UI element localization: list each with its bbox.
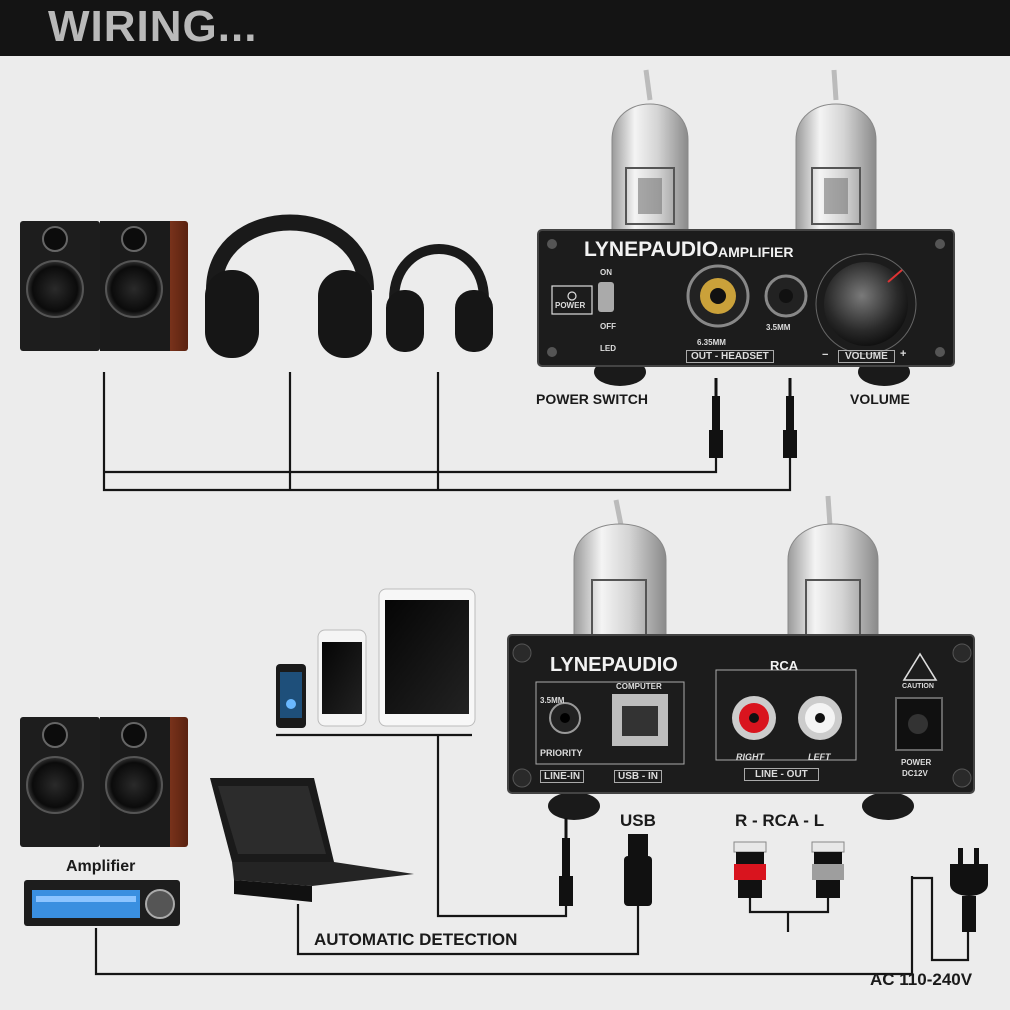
vacuum-tube-icon [611, 69, 689, 233]
amp2-brand: LYNEPAUDIO [550, 654, 678, 676]
amp1-out-headset: OUT - HEADSET [686, 350, 774, 363]
rca-plug-icon [811, 841, 845, 898]
headphones-icon [386, 244, 493, 352]
car-radio-icon [24, 880, 180, 926]
amp2-rca: RCA [770, 658, 799, 673]
automatic-detection-label: AUTOMATIC DETECTION [314, 930, 518, 949]
amp1-switch-off: OFF [600, 322, 616, 331]
header-bar: WIRING... [0, 0, 1010, 56]
dac-amplifier-rear [507, 634, 975, 794]
amp1-volume: VOLUME [838, 350, 895, 363]
amplifier-label: Amplifier [66, 858, 136, 875]
power-plug-icon [950, 848, 988, 932]
rca-plug-icon [733, 841, 767, 898]
amp2-jack: 3.5MM [540, 696, 565, 705]
amp1-led: LED [600, 344, 616, 353]
amp1-jack-small: 3.5MM [766, 323, 791, 332]
vacuum-tube-icon [573, 499, 667, 641]
amp2-power: POWER [901, 758, 932, 767]
usb-plug-icon [624, 834, 652, 906]
volume-label: VOLUME [850, 391, 910, 407]
amp1-brand: LYNEPAUDIO [584, 238, 719, 261]
amp2-caution: CAUTION [902, 683, 934, 690]
amp1-model: AMPLIFIER [718, 244, 794, 260]
amp1-power-button-label: POWER [555, 301, 586, 310]
jack-plug-icon [709, 378, 723, 458]
jack-plug-icon [559, 818, 573, 906]
amp1-vol-minus: − [822, 349, 829, 361]
amp2-dc: DC12V [902, 769, 928, 778]
jack-plug-icon [783, 378, 797, 458]
vacuum-tube-icon [795, 69, 877, 233]
rca-label: R - RCA - L [735, 811, 825, 830]
amp2-left: LEFT [808, 752, 831, 762]
amp1-switch-on: ON [600, 268, 612, 277]
ac-label: AC 110-240V [870, 970, 973, 989]
headphones-icon [205, 214, 374, 358]
amp1-jack-large: 6.35MM [697, 338, 726, 347]
phone-icon [276, 664, 306, 728]
amp2-line-out: LINE - OUT [744, 768, 819, 781]
power-switch-label: POWER SWITCH [536, 391, 648, 407]
speaker-pair-icon [20, 717, 188, 847]
amp1-vol-plus: + [900, 348, 907, 360]
usb-label: USB [620, 811, 656, 830]
amp2-usb-in: USB - IN [614, 770, 662, 783]
vacuum-tube-icon [787, 495, 879, 641]
amp2-computer: COMPUTER [616, 682, 662, 691]
top-wires [102, 372, 792, 492]
amp2-line-in: LINE-IN [540, 770, 585, 783]
bottom-wires [94, 733, 970, 976]
amp2-priority: PRIORITY [540, 748, 583, 758]
phone-icon [317, 629, 367, 727]
page-title: WIRING... [48, 2, 258, 51]
laptop-icon [210, 778, 414, 902]
tablet-icon [378, 588, 476, 727]
headphone-amplifier [537, 229, 955, 367]
speaker-pair-icon [20, 221, 188, 351]
amp2-right: RIGHT [736, 752, 764, 762]
